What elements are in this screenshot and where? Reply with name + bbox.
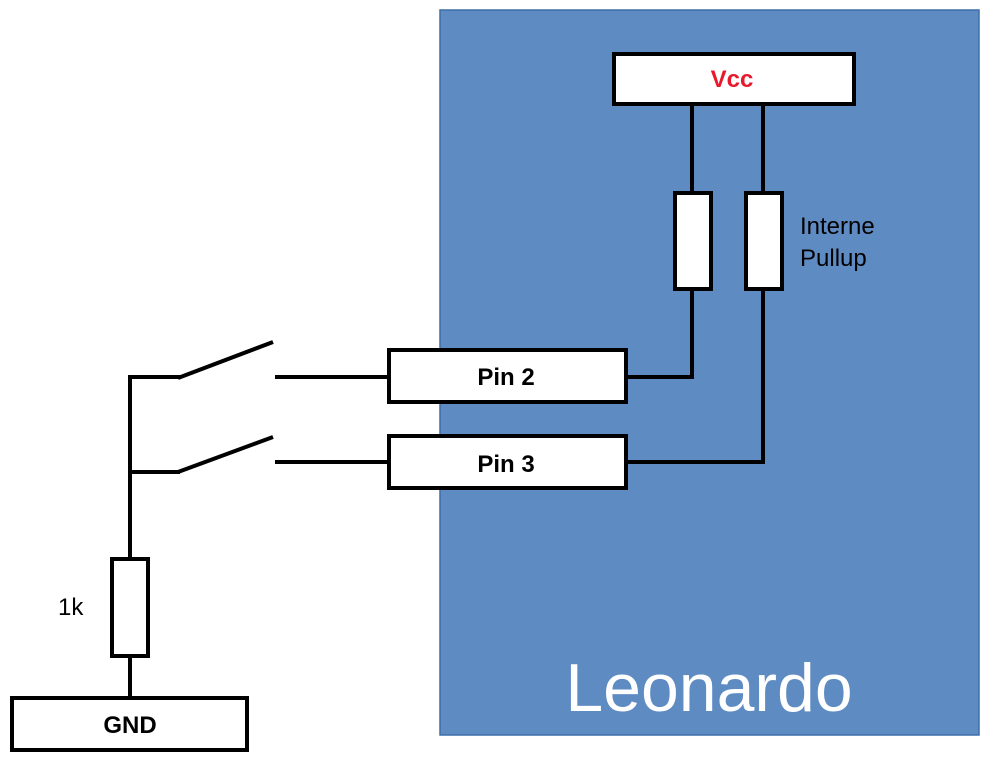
external-resistor-1k: [110, 557, 150, 658]
pullup-label-line1: Interne: [800, 213, 875, 240]
pullup-resistor-pin3: [744, 191, 784, 291]
vcc-box: Vcc: [612, 52, 856, 106]
pin2-box: Pin 2: [387, 348, 628, 404]
switch2-lever: [177, 435, 274, 474]
vcc-label: Vcc: [711, 66, 754, 93]
pullup-resistor-pin2: [673, 191, 713, 291]
pin3-box: Pin 3: [387, 434, 628, 490]
pullup-wire-pin2: [626, 289, 694, 379]
pullup-wire-pin3: [626, 289, 765, 464]
resistor-1k-label: 1k: [58, 594, 84, 621]
switch1-lever: [177, 340, 274, 380]
board-name: Leonardo: [565, 650, 852, 726]
pin3-label: Pin 3: [477, 451, 534, 478]
pin2-label: Pin 2: [477, 364, 534, 391]
pullup-label-line2: Pullup: [800, 245, 867, 272]
gnd-box: GND: [10, 696, 249, 752]
gnd-label: GND: [103, 712, 156, 739]
